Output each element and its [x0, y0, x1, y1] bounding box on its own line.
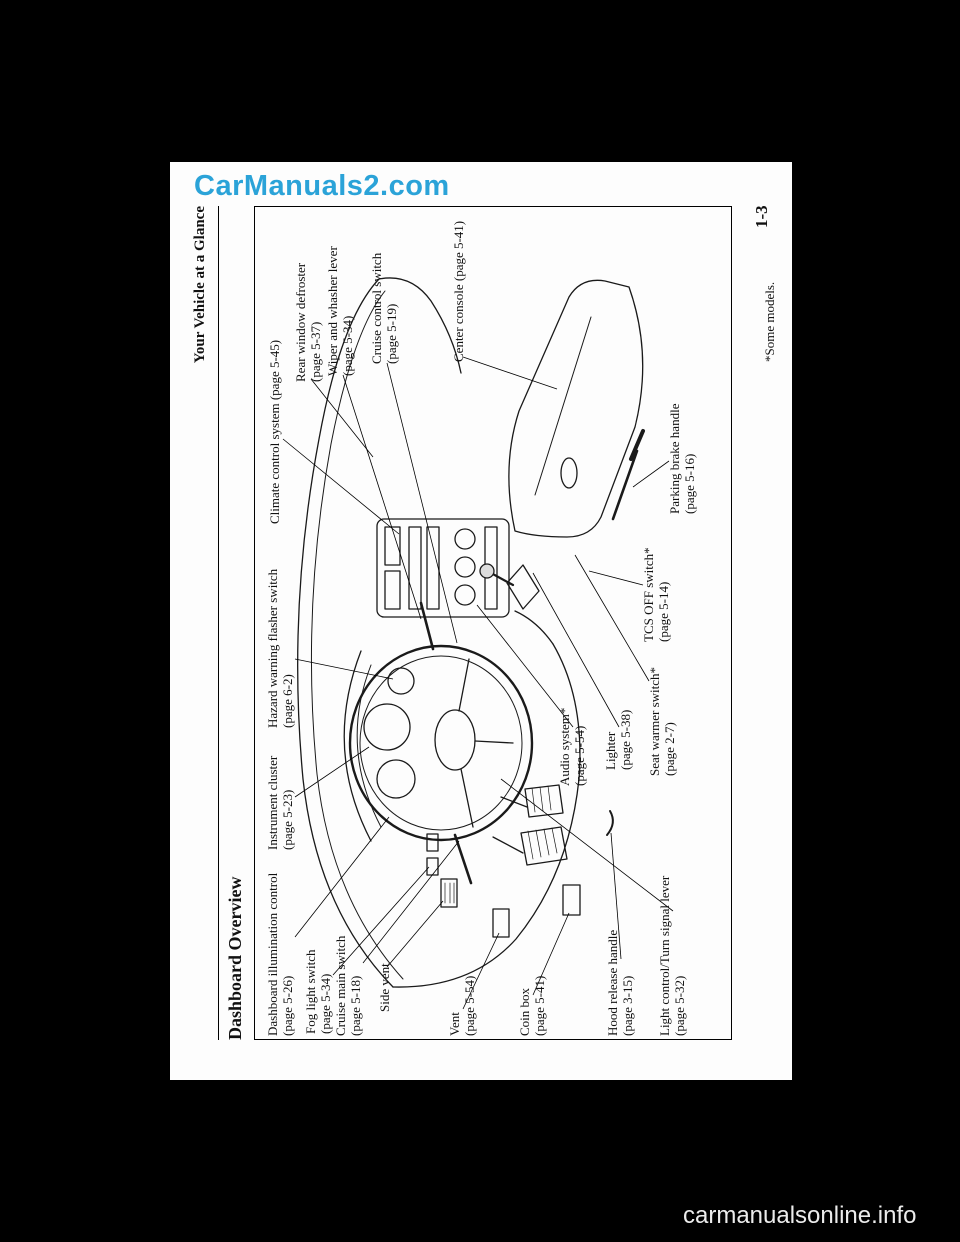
- label-ref: (page 5-32): [671, 975, 687, 1036]
- label-text: Rear window defroster: [293, 262, 308, 382]
- label-ref: (page 5-26): [279, 975, 295, 1036]
- label-cruise-control-switch: Cruise control switch(page 5-19): [369, 252, 399, 364]
- label-text: Instrument cluster: [265, 755, 280, 850]
- label-ref: (page 3-15): [619, 975, 635, 1036]
- dashboard-illustration: [282, 277, 674, 1010]
- label-fog-light-switch: Fog light switch(page 5-34): [303, 949, 333, 1034]
- label-side-vent: Side vent: [377, 963, 393, 1012]
- leader-lines: [282, 356, 674, 1010]
- rotated-page-content: Your Vehicle at a Glance Dashboard Overv…: [170, 162, 792, 1080]
- label-text: Hazard warning flasher switch: [265, 568, 280, 728]
- label-text: Audio system*: [557, 707, 572, 786]
- running-header: Your Vehicle at a Glance: [192, 206, 208, 364]
- label-ref: (page 5-54): [571, 725, 587, 786]
- label-ref: (page 5-18): [347, 975, 363, 1036]
- label-cruise-main-switch: Cruise main switch(page 5-18): [333, 935, 363, 1036]
- page-number: 1-3: [752, 205, 771, 228]
- carmanuals2-watermark: CarManuals2.com: [194, 170, 450, 202]
- label-climate-control-system: Climate control system (page 5-45): [267, 339, 283, 524]
- label-text: Seat warmer switch*: [647, 666, 662, 776]
- label-text: Center console (page 5-41): [451, 220, 466, 362]
- label-seat-warmer-switch: Seat warmer switch*(page 2-7): [647, 666, 677, 776]
- label-ref: (page 2-7): [661, 722, 677, 776]
- label-vent: Vent(page 5-54): [447, 975, 477, 1036]
- label-ref: (page 5-54): [461, 975, 477, 1036]
- label-tcs-off-switch: TCS OFF switch*(page 5-14): [641, 547, 671, 642]
- label-ref: (page 5-37): [307, 321, 323, 382]
- carmanualsonline-watermark: carmanualsonline.info: [683, 1202, 917, 1229]
- dashboard-line-art: [297, 277, 645, 988]
- label-ref: (page 5-38): [617, 709, 633, 770]
- label-text: Hood release handle: [605, 929, 620, 1036]
- label-text: Side vent: [377, 963, 392, 1012]
- label-audio-system: Audio system*(page 5-54): [557, 707, 587, 786]
- page-title: Dashboard Overview: [225, 876, 245, 1041]
- label-center-console: Center console (page 5-41): [451, 220, 467, 362]
- label-coin-box: Coin box(page 5-41): [517, 975, 547, 1036]
- label-hood-release-handle: Hood release handle(page 3-15): [605, 929, 635, 1036]
- label-text: Fog light switch: [303, 949, 318, 1034]
- label-ref: (page 5-16): [681, 453, 697, 514]
- label-text: Vent: [447, 1012, 462, 1036]
- label-ref: (page 6-2): [279, 674, 295, 728]
- label-text: Coin box: [517, 987, 532, 1036]
- label-text: Dashboard illumination control: [265, 872, 280, 1036]
- label-text: Lighter: [603, 731, 618, 770]
- label-dashboard-illumination-control: Dashboard illumination control(page 5-26…: [265, 872, 295, 1036]
- label-ref: (page 5-14): [655, 581, 671, 642]
- label-ref: (page 5-23): [279, 789, 295, 850]
- label-text: Parking brake handle: [667, 403, 682, 514]
- label-lighter: Lighter(page 5-38): [603, 709, 633, 770]
- label-text: TCS OFF switch*: [641, 547, 656, 642]
- label-light-control-turn-signal-lever: Light control/Turn signal lever(page 5-3…: [657, 875, 687, 1036]
- label-ref: (page 5-19): [383, 303, 399, 364]
- footnote-some-models: *Some models.: [762, 281, 777, 362]
- label-text: Wiper and whasher lever: [325, 246, 340, 376]
- label-hazard-warning-flasher-switch: Hazard warning flasher switch(page 6-2): [265, 568, 295, 728]
- label-rear-window-defroster: Rear window defroster(page 5-37): [293, 262, 323, 382]
- label-parking-brake-handle: Parking brake handle(page 5-16): [667, 403, 697, 514]
- label-text: Cruise control switch: [369, 252, 384, 364]
- label-text: Climate control system (page 5-45): [267, 339, 282, 524]
- dashboard-diagram-frame: [254, 206, 732, 1040]
- label-instrument-cluster: Instrument cluster(page 5-23): [265, 755, 295, 850]
- header-rule: [218, 206, 219, 1040]
- label-wiper-washer-lever: Wiper and whasher lever(page 5-34): [325, 246, 355, 376]
- label-ref: (page 5-34): [317, 973, 333, 1034]
- label-ref: (page 5-41): [531, 975, 547, 1036]
- label-text: Cruise main switch: [333, 935, 348, 1036]
- label-text: Light control/Turn signal lever: [657, 875, 672, 1036]
- scanned-manual-page: Your Vehicle at a Glance Dashboard Overv…: [170, 162, 792, 1080]
- label-ref: (page 5-34): [339, 315, 355, 376]
